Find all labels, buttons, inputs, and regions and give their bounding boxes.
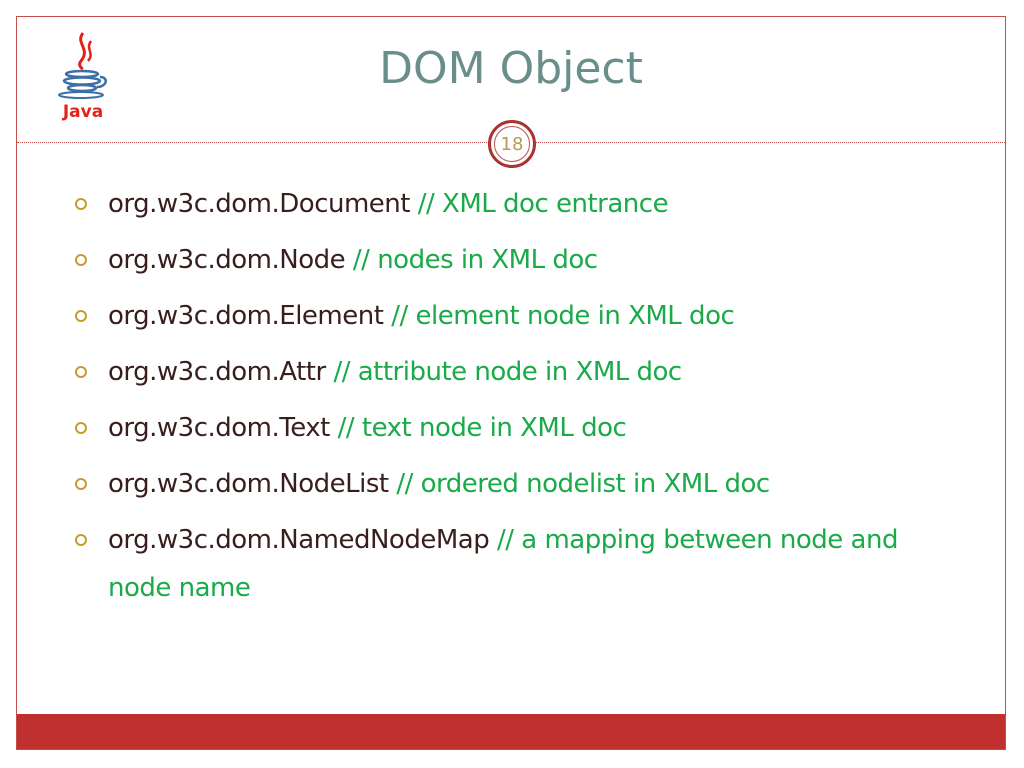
class-comment: // nodes in XML doc: [352, 245, 598, 275]
page-number-badge: 18: [488, 120, 536, 168]
java-logo-icon: Java: [58, 32, 107, 122]
list-item: org.w3c.dom.Element // element node in X…: [75, 292, 955, 340]
class-name: org.w3c.dom.NamedNodeMap: [108, 525, 490, 555]
bullet-circle-icon: [75, 422, 87, 434]
bullet-circle-icon: [75, 478, 87, 490]
bullet-circle-icon: [75, 366, 87, 378]
class-comment: // element node in XML doc: [391, 301, 735, 331]
bullet-list: org.w3c.dom.Document // XML doc entrance…: [75, 180, 955, 620]
bullet-circle-icon: [75, 310, 87, 322]
list-item: org.w3c.dom.NamedNodeMap // a mapping be…: [75, 516, 955, 612]
footer-bar: [17, 714, 1005, 749]
class-comment: // XML doc entrance: [417, 189, 669, 219]
list-item: org.w3c.dom.NodeList // ordered nodelist…: [75, 460, 955, 508]
class-comment: // ordered nodelist in XML doc: [396, 469, 770, 499]
class-name: org.w3c.dom.Document: [108, 189, 410, 219]
list-item: org.w3c.dom.Text // text node in XML doc: [75, 404, 955, 452]
class-name: org.w3c.dom.Text: [108, 413, 330, 443]
page-number: 18: [494, 126, 530, 162]
slide-title: DOM Object: [379, 43, 643, 94]
list-item: org.w3c.dom.Document // XML doc entrance: [75, 180, 955, 228]
class-name: org.w3c.dom.NodeList: [108, 469, 389, 499]
bullet-circle-icon: [75, 534, 87, 546]
class-name: org.w3c.dom.Attr: [108, 357, 326, 387]
class-name: org.w3c.dom.Node: [108, 245, 346, 275]
bullet-circle-icon: [75, 198, 87, 210]
java-logo-text: Java: [62, 102, 103, 122]
class-comment: // a mapping between node and node name: [108, 525, 898, 603]
list-item: org.w3c.dom.Attr // attribute node in XM…: [75, 348, 955, 396]
list-item: org.w3c.dom.Node // nodes in XML doc: [75, 236, 955, 284]
slide: Java DOM Object 18 org.w3c.dom.Document …: [16, 16, 1006, 750]
class-name: org.w3c.dom.Element: [108, 301, 384, 331]
class-comment: // text node in XML doc: [337, 413, 627, 443]
class-comment: // attribute node in XML doc: [333, 357, 682, 387]
bullet-circle-icon: [75, 254, 87, 266]
